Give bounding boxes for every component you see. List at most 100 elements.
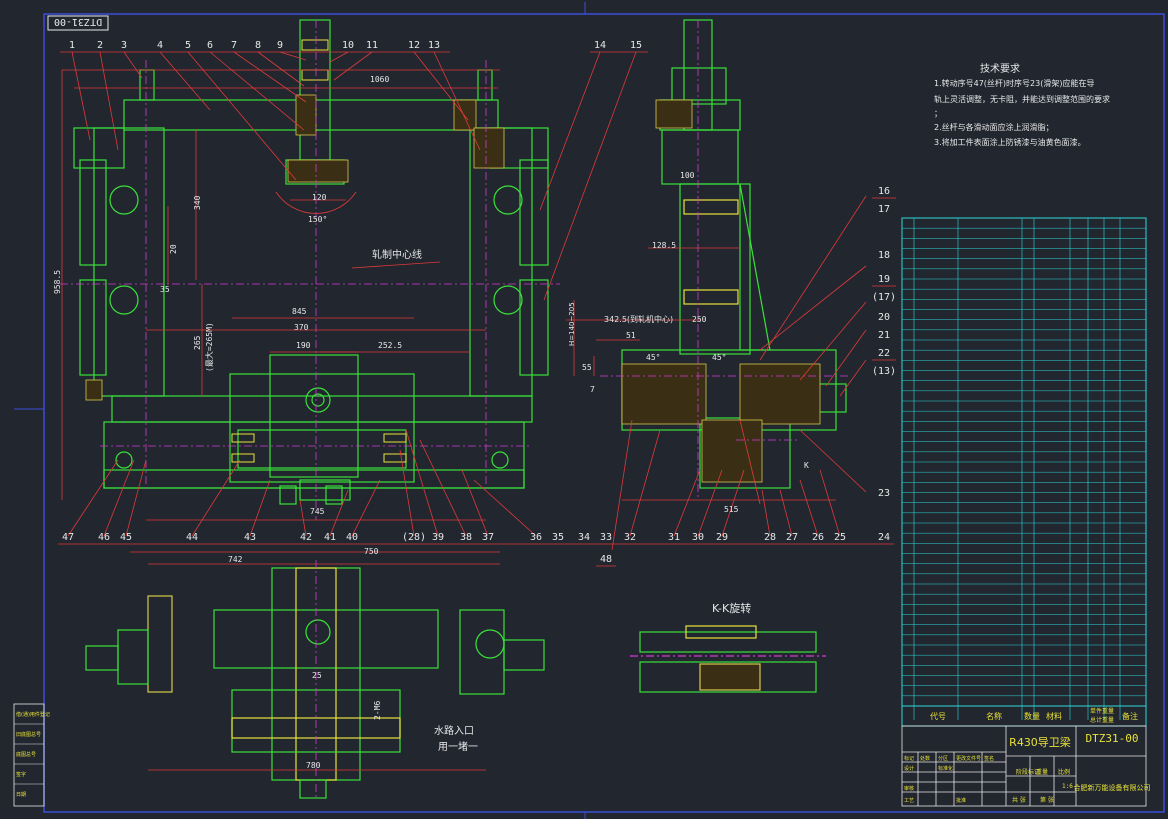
drawing-title: R430导卫梁 (1009, 735, 1071, 749)
section-kk-label: K-K旋转 (712, 601, 751, 615)
dim-340: 340 (193, 195, 202, 210)
titleblock-stage-mark: 阶段标记 (1016, 768, 1040, 776)
dim-958: 958.5 (53, 270, 62, 294)
balloon-28: 28 (764, 532, 776, 543)
balloon-47: 47 (62, 532, 74, 543)
titleblock-count: 处数 (920, 755, 930, 762)
front-view-hatching (85, 94, 505, 401)
balloon-4: 4 (157, 40, 163, 51)
side-view-dimensions (566, 195, 867, 551)
balloon-17-ref: (17) (872, 292, 896, 303)
balloon-38: 38 (460, 532, 472, 543)
outer-frame (43, 13, 1165, 813)
bom-header-qty: 数量 (1024, 711, 1040, 721)
titleblock-review: 审核 (904, 785, 914, 792)
titleblock-mark: 标记 (904, 755, 914, 762)
balloon-29: 29 (716, 532, 728, 543)
balloon-24: 24 (878, 532, 890, 543)
titleblock-process: 工艺 (904, 798, 914, 804)
dim-120: 120 (312, 193, 327, 202)
titleblock-weight: 重量 (1036, 768, 1048, 776)
dim-100: 100 (680, 171, 695, 180)
stamp-line-5: 日期 (16, 792, 26, 798)
bom-table (901, 217, 1147, 727)
balloon-7: 7 (231, 40, 237, 51)
balloon-45: 45 (120, 532, 132, 543)
balloons-bottom: 47 46 45 44 43 42 41 40 (28) 39 38 37 36… (62, 532, 890, 543)
bom-header-material: 材料 (1046, 711, 1062, 721)
bom-header-name: 名称 (986, 711, 1002, 721)
balloon-19: 19 (878, 274, 890, 285)
titleblock-sheet-no: 第 张 (1040, 796, 1054, 804)
titleblock-total-sheets: 共 张 (1012, 796, 1026, 804)
balloon-23: 23 (878, 488, 890, 499)
leader-lines (67, 51, 637, 537)
balloon-26: 26 (812, 532, 824, 543)
dim-515: 515 (724, 505, 739, 514)
balloon-44: 44 (186, 532, 198, 543)
stamp-box: 借(通)用件登记 旧底图总号 底图总号 签字 日期 (13, 703, 50, 807)
vertical-range-note: H=140~205 (568, 302, 576, 346)
bom-header-remark: 备注 (1122, 711, 1138, 721)
dimension-texts: 1060 340 120 150° 20 958.5 35 265 (最大=26… (53, 75, 809, 770)
company-name: 合肥新万能设备有限公司 (1074, 783, 1151, 792)
tech-req-line-4: 2.丝杆与各滑动面应涂上润滑脂； (934, 122, 1054, 132)
balloon-25: 25 (834, 532, 846, 543)
titleblock-scale: 比例 (1058, 768, 1070, 776)
tech-req-line-3: ； (934, 109, 942, 118)
dim-k: K (804, 461, 809, 470)
dim-745: 745 (310, 507, 325, 516)
plan-view-dimensions (130, 551, 500, 800)
bom-header: 代号 名称 数量 材料 单件重量 总计重量 备注 (930, 707, 1138, 724)
balloon-16: 16 (878, 186, 890, 197)
titleblock-scale-value: 1:6 (1062, 783, 1073, 790)
balloons-top: 1 2 3 4 5 6 7 8 9 10 11 12 13 14 15 (69, 40, 642, 51)
tech-req-line-1: 1.转动序号47(丝杆)时序号23(滑架)应能在导 (934, 78, 1094, 88)
dim-265-max: (最大=265M) (204, 322, 214, 372)
dim-7: 7 (590, 385, 595, 394)
technical-requirements: 技术要求 1.转动序号47(丝杆)时序号23(滑架)应能在导 轨上灵活调整，无卡… (934, 62, 1110, 147)
annotations: 轧制中心线 水路入口 用一堵一 K-K旋转 342.5(到轧机中心) H=140… (351, 248, 751, 753)
balloon-32: 32 (624, 532, 636, 543)
bom-header-unit-weight: 单件重量 (1090, 707, 1114, 715)
balloon-5: 5 (185, 40, 191, 51)
balloon-10: 10 (342, 40, 354, 51)
balloon-28-ref: (28) (402, 532, 426, 543)
water-inlet-label: 水路入口 (434, 724, 474, 737)
balloon-11: 11 (366, 40, 378, 51)
titleblock-change-doc: 更改文件号 (956, 755, 981, 762)
balloon-21: 21 (878, 330, 890, 341)
dim-252-5: 252.5 (378, 341, 402, 350)
side-view-centerlines (600, 20, 850, 500)
dim-370: 370 (294, 323, 309, 332)
balloon-48: 48 (600, 554, 612, 565)
front-view-dimensions (61, 69, 500, 521)
balloon-20: 20 (878, 312, 890, 323)
drawing-number-box: DTZ31-00 (47, 15, 109, 31)
dim-1060: 1060 (370, 75, 389, 84)
dim-128-5: 128.5 (652, 241, 676, 250)
dim-190: 190 (296, 341, 311, 350)
dim-742: 742 (228, 555, 243, 564)
balloon-3: 3 (121, 40, 127, 51)
center-line-label: 轧制中心线 (372, 248, 422, 261)
dim-45deg-b: 45° (712, 353, 726, 362)
dim-750: 750 (364, 547, 379, 556)
balloon-2: 2 (97, 40, 103, 51)
titleblock-zone: 分区 (938, 755, 948, 762)
balloon-15: 15 (630, 40, 642, 51)
dim-35: 35 (160, 285, 170, 294)
titleblock-approve: 批准 (956, 797, 966, 804)
drawing-number-rotated: DTZ31-00 (54, 16, 102, 27)
balloon-35: 35 (552, 532, 564, 543)
dim-845: 845 (292, 307, 307, 316)
balloon-1: 1 (69, 40, 75, 51)
dim-20: 20 (169, 244, 178, 254)
balloon-18: 18 (878, 250, 890, 261)
section-kk-view (630, 625, 826, 693)
titleblock-standard: 标准化 (938, 765, 953, 772)
bom-header-total-weight: 总计重量 (1090, 716, 1114, 724)
balloon-17: 17 (878, 204, 890, 215)
